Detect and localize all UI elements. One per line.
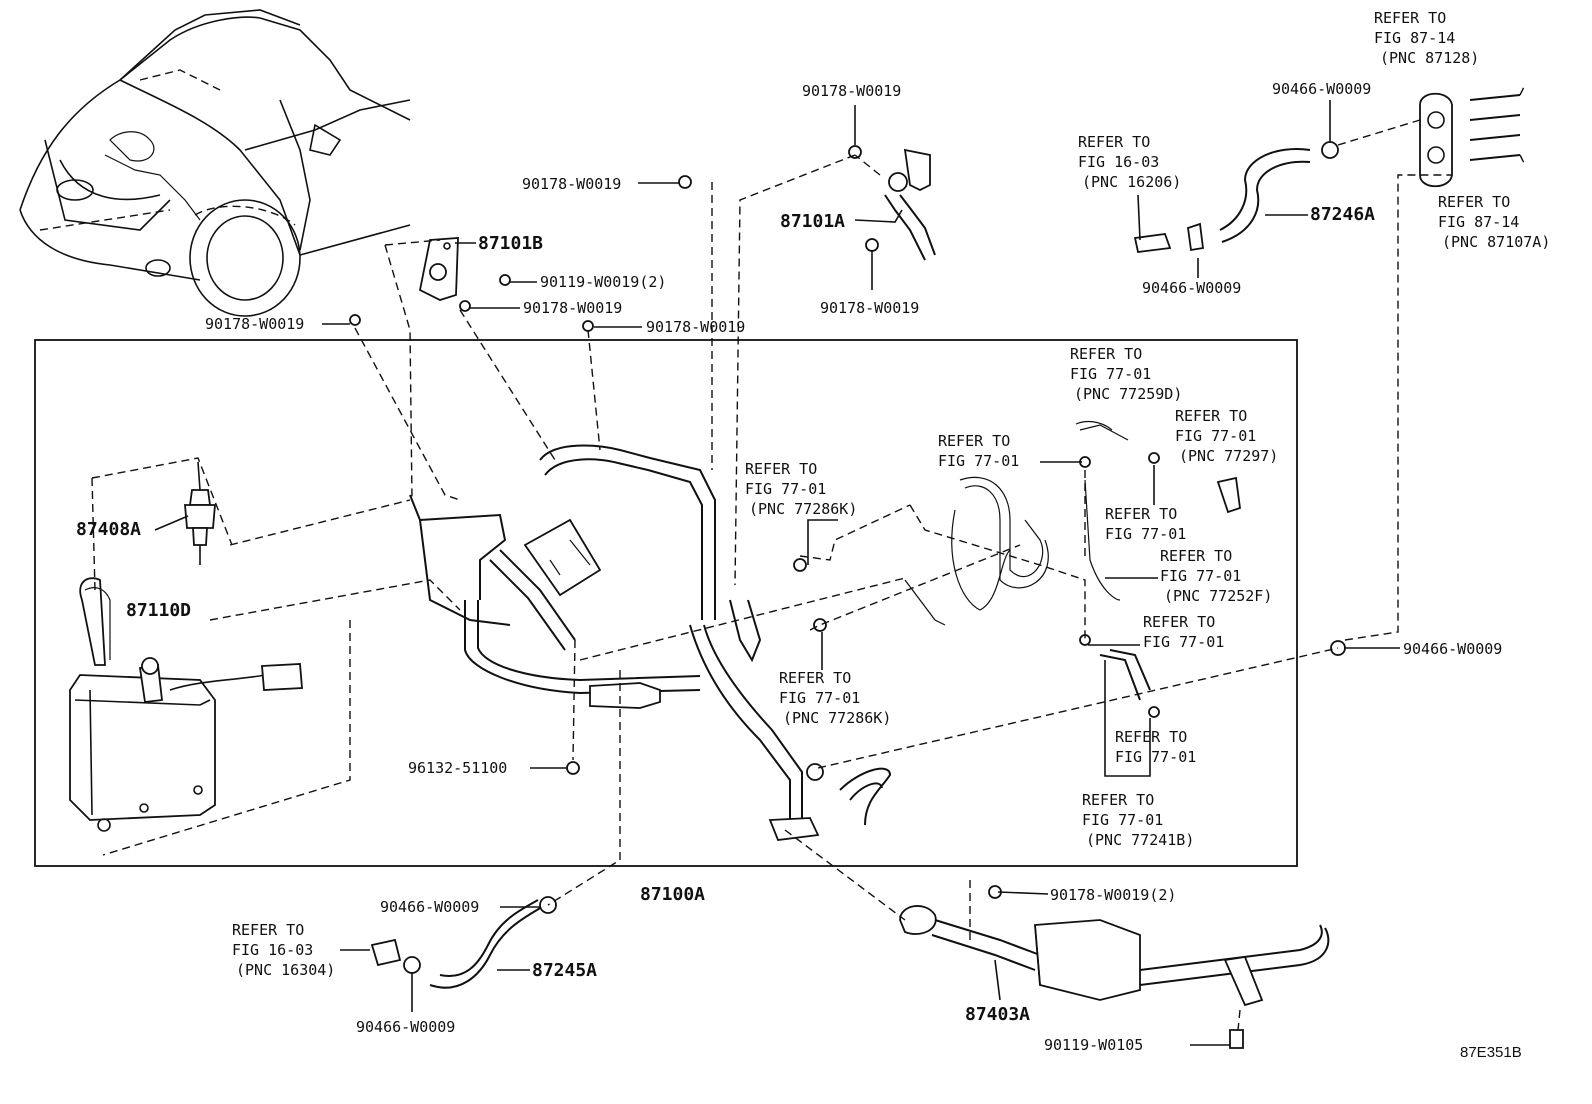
svg-text:FIG 77-01: FIG 77-01 — [779, 689, 860, 707]
refer-block-77241B: REFER TO FIG 77-01 (PNC 77241B) — [1082, 791, 1194, 849]
refer-block-77297: REFER TO FIG 77-01 (PNC 77297) — [1175, 407, 1278, 465]
refer-block-77252F: REFER TO FIG 77-01 (PNC 77252F) — [1160, 547, 1272, 605]
vehicle-illustration — [19, 9, 411, 317]
refer-block-77259D: REFER TO FIG 77-01 (PNC 77259D) — [1070, 345, 1182, 403]
bracket-87101B — [349, 175, 692, 332]
svg-text:REFER TO: REFER TO — [1115, 728, 1187, 746]
svg-text:FIG 77-01: FIG 77-01 — [1082, 811, 1163, 829]
label-87245A: 87245A — [532, 960, 597, 981]
refer-block-77286K-b: REFER TO FIG 77-01 (PNC 77286K) — [779, 669, 891, 727]
label-90466-W0009-c: 90466-W0009 — [1403, 640, 1502, 658]
svg-text:REFER TO: REFER TO — [1070, 345, 1142, 363]
label-96132-51100: 96132-51100 — [408, 759, 507, 777]
label-90466-W0009-e: 90466-W0009 — [356, 1018, 455, 1036]
svg-text:REFER TO: REFER TO — [1078, 133, 1150, 151]
label-87100A: 87100A — [640, 884, 705, 905]
svg-text:FIG 16-03: FIG 16-03 — [1078, 153, 1159, 171]
svg-text:REFER TO: REFER TO — [1143, 613, 1215, 631]
refer-block-clip-a: REFER TO FIG 77-01 — [938, 432, 1019, 470]
svg-text:REFER TO: REFER TO — [1160, 547, 1232, 565]
figure-code: 87E351B — [1460, 1044, 1522, 1061]
svg-text:REFER TO: REFER TO — [779, 669, 851, 687]
label-90178-W0019-c: 90178-W0019 — [523, 299, 622, 317]
label-90178-W0019-e: 90178-W0019 — [646, 318, 745, 336]
svg-text:(PNC 87128): (PNC 87128) — [1380, 49, 1479, 67]
labels: 90178-W0019 90178-W0019 87101B 90119-W00… — [76, 9, 1550, 1061]
svg-text:(PNC 77286K): (PNC 77286K) — [783, 709, 891, 727]
label-90466-W0009-a: 90466-W0009 — [1272, 80, 1371, 98]
svg-text:FIG 87-14: FIG 87-14 — [1374, 29, 1455, 47]
label-90119-W0105: 90119-W0105 — [1044, 1036, 1143, 1054]
label-90119-W0019: 90119-W0019(2) — [540, 273, 666, 291]
refer-block-87128: REFER TO FIG 87-14 (PNC 87128) — [1374, 9, 1479, 67]
refer-block-clip-c: REFER TO FIG 77-01 — [1143, 613, 1224, 651]
svg-text:FIG 16-03: FIG 16-03 — [232, 941, 313, 959]
refer-block-clip-d: REFER TO FIG 77-01 — [1115, 728, 1196, 766]
svg-text:FIG 77-01: FIG 77-01 — [1160, 567, 1241, 585]
svg-text:FIG 77-01: FIG 77-01 — [1143, 633, 1224, 651]
svg-text:(PNC 16304): (PNC 16304) — [236, 961, 335, 979]
label-90178-W0019-d: 90178-W0019 — [205, 315, 304, 333]
exhaust-87403A — [899, 885, 1330, 1049]
svg-text:(PNC 16206): (PNC 16206) — [1082, 173, 1181, 191]
hose-87246A — [1133, 92, 1521, 253]
refer-block-77286K-a: REFER TO FIG 77-01 (PNC 77286K) — [745, 460, 857, 518]
label-87246A: 87246A — [1310, 204, 1375, 225]
label-87110D: 87110D — [126, 600, 191, 621]
label-87101B: 87101B — [478, 233, 543, 254]
wiring-bundle — [904, 420, 1241, 701]
label-90178-W0019-b: 90178-W0019 — [522, 175, 621, 193]
svg-text:REFER TO: REFER TO — [745, 460, 817, 478]
svg-text:(PNC 77241B): (PNC 77241B) — [1086, 831, 1194, 849]
svg-text:(PNC 77259D): (PNC 77259D) — [1074, 385, 1182, 403]
svg-text:FIG 77-01: FIG 77-01 — [1105, 525, 1186, 543]
label-90178-W0019-a: 90178-W0019 — [802, 82, 901, 100]
hose-87245A — [370, 896, 557, 989]
svg-text:FIG 77-01: FIG 77-01 — [1175, 427, 1256, 445]
svg-text:(PNC 87107A): (PNC 87107A) — [1442, 233, 1550, 251]
assembly-box-87100A — [34, 339, 1298, 867]
svg-text:FIG 77-01: FIG 77-01 — [1115, 748, 1196, 766]
refer-block-87107A: REFER TO FIG 87-14 (PNC 87107A) — [1438, 193, 1550, 251]
refer-block-clip-b: REFER TO FIG 77-01 — [1105, 505, 1186, 543]
svg-text:REFER TO: REFER TO — [1438, 193, 1510, 211]
svg-text:(PNC 77297): (PNC 77297) — [1179, 447, 1278, 465]
heater-unit-87110D — [69, 577, 303, 832]
label-90178-W0019-f: 90178-W0019 — [820, 299, 919, 317]
svg-text:FIG 77-01: FIG 77-01 — [938, 452, 1019, 470]
svg-text:FIG 87-14: FIG 87-14 — [1438, 213, 1519, 231]
svg-text:REFER TO: REFER TO — [1105, 505, 1177, 523]
label-87403A: 87403A — [965, 1004, 1030, 1025]
label-87101A: 87101A — [780, 211, 845, 232]
label-87408A: 87408A — [76, 519, 141, 540]
svg-text:(PNC 77252F): (PNC 77252F) — [1164, 587, 1272, 605]
svg-text:FIG 77-01: FIG 77-01 — [1070, 365, 1151, 383]
svg-text:REFER TO: REFER TO — [938, 432, 1010, 450]
svg-text:FIG 77-01: FIG 77-01 — [745, 480, 826, 498]
label-90466-W0009-b: 90466-W0009 — [1142, 279, 1241, 297]
sensor-87408A — [184, 461, 216, 565]
leader-lines — [91, 84, 1526, 1046]
refer-block-16206: REFER TO FIG 16-03 (PNC 16206) — [1078, 133, 1181, 191]
refer-block-16304: REFER TO FIG 16-03 (PNC 16304) — [232, 921, 335, 979]
svg-text:REFER TO: REFER TO — [1374, 9, 1446, 27]
label-90466-W0009-d: 90466-W0009 — [380, 898, 479, 916]
svg-text:REFER TO: REFER TO — [1175, 407, 1247, 425]
label-90178-W0019-2: 90178-W0019(2) — [1050, 886, 1176, 904]
pipe-harness — [409, 444, 820, 841]
svg-text:REFER TO: REFER TO — [232, 921, 304, 939]
svg-text:(PNC 77286K): (PNC 77286K) — [749, 500, 857, 518]
bracket-87101A — [848, 145, 936, 261]
svg-text:REFER TO: REFER TO — [1082, 791, 1154, 809]
